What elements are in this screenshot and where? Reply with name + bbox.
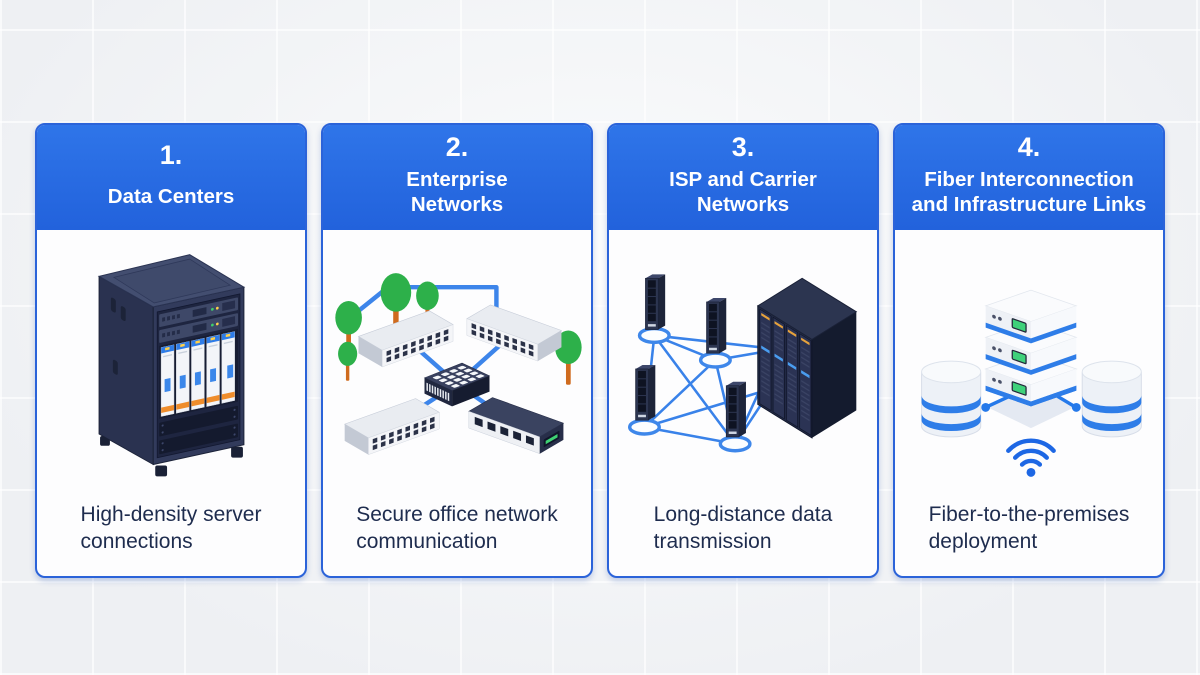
card-number: 2. <box>445 132 469 163</box>
card-title: Enterprise Networks <box>406 168 508 216</box>
wifi-icon <box>1006 438 1056 467</box>
cards-row: 1. Data Centers <box>35 123 1165 578</box>
card-body: Fiber-to-the-premises deployment <box>895 230 1163 576</box>
card-body: Secure office network communication <box>323 230 591 576</box>
card-header: 1. Data Centers <box>37 125 305 230</box>
card-description: Long-distance data transmission <box>653 503 833 553</box>
card-header: 4. Fiber Interconnection and Infrastruct… <box>895 125 1163 230</box>
fiber-links-icon <box>921 289 1142 477</box>
card-header: 3. ISP and Carrier Networks <box>609 125 877 230</box>
card-fiber-interconnection: 4. Fiber Interconnection and Infrastruct… <box>893 123 1165 578</box>
card-description: Fiber-to-the-premises deployment <box>928 503 1130 553</box>
card-title: ISP and Carrier Networks <box>669 168 817 216</box>
office-network-icon <box>335 273 582 456</box>
carrier-mesh-icon <box>627 273 858 453</box>
card-body: Long-distance data transmission <box>609 230 877 576</box>
card-enterprise-networks: 2. Enterprise Networks <box>321 123 593 578</box>
card-body: High-density server connections <box>37 230 305 576</box>
card-data-centers: 1. Data Centers <box>35 123 307 578</box>
card-number: 3. <box>731 132 755 163</box>
card-number: 1. <box>159 139 183 170</box>
card-description: Secure office network communication <box>356 503 558 553</box>
card-number: 4. <box>1017 132 1041 163</box>
card-header: 2. Enterprise Networks <box>323 125 591 230</box>
card-description: High-density server connections <box>80 503 262 553</box>
server-rack-icon <box>97 254 246 477</box>
card-title: Data Centers <box>107 184 235 208</box>
card-title: Fiber Interconnection and Infrastructure… <box>911 168 1147 216</box>
card-isp-carrier-networks: 3. ISP and Carrier Networks <box>607 123 879 578</box>
